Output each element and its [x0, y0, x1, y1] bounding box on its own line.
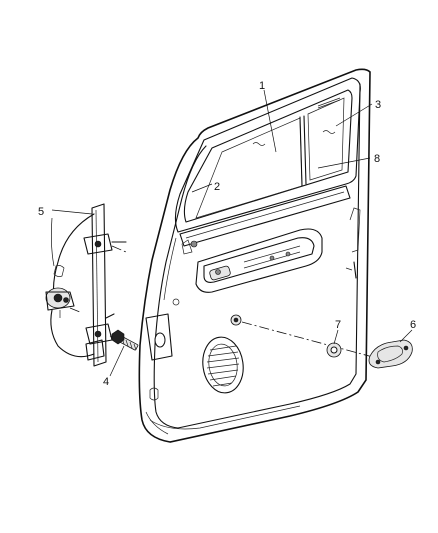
bolt	[111, 329, 139, 351]
window-glass	[195, 97, 345, 219]
regulator-install-lines	[69, 245, 127, 343]
callout-2: 2	[214, 181, 220, 193]
callout-1: 1	[259, 80, 265, 92]
door-openings	[145, 298, 180, 401]
handle-cover	[368, 339, 413, 369]
door-trim-panel	[181, 207, 361, 293]
callout-5: 5	[38, 206, 44, 218]
callout-labels: 1 2 3 4 5 6 7 8	[38, 80, 416, 388]
callout-4: 4	[103, 376, 109, 388]
callout-8: 8	[374, 153, 380, 165]
callout-7: 7	[335, 319, 341, 331]
install-line-cover	[241, 321, 385, 361]
speaker-grille	[202, 336, 244, 394]
callout-3: 3	[375, 99, 381, 111]
door-shell	[138, 68, 371, 443]
belt-line	[163, 185, 351, 301]
grommet	[326, 342, 342, 358]
window-frame	[174, 77, 361, 233]
fastener-on-door	[230, 314, 242, 326]
callout-6: 6	[410, 319, 416, 331]
window-regulator	[45, 203, 127, 367]
leader-lines	[50, 89, 413, 377]
